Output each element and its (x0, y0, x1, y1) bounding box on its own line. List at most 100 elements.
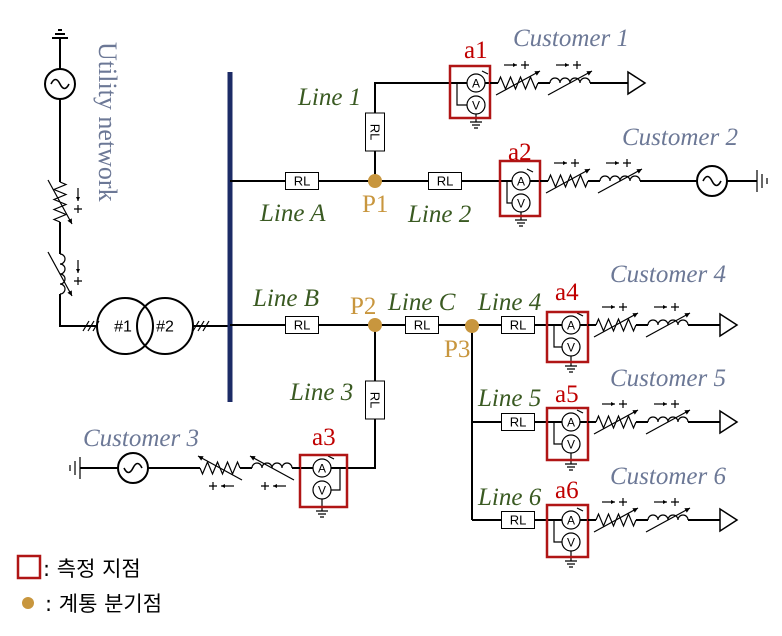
rl-box-body (285, 172, 319, 190)
ammeter-icon (561, 315, 581, 335)
current-direction-icon (327, 455, 335, 460)
current-direction-icon (526, 168, 534, 173)
adjustable-arrow-icon (645, 507, 691, 533)
rl-label: RL (437, 174, 454, 189)
customer-2-load (540, 159, 768, 197)
line-3-label: Line 3 (289, 379, 353, 406)
adjustable-arrow-icon-shaft (645, 312, 691, 338)
line-5-impedance: RL (501, 413, 535, 431)
meter-a6: AV (545, 503, 590, 568)
plus-icon (671, 498, 679, 506)
line-b-impedance: RL (285, 316, 319, 334)
p2-label: P2 (350, 293, 376, 320)
adjustable-arrow-icon (47, 179, 73, 225)
rl-label: RL (414, 318, 431, 333)
customer-3-load-mirror (69, 452, 300, 490)
adjustable-arrow-icon-head (250, 456, 256, 461)
meter-ground-icon (565, 560, 577, 568)
ammeter-label: A (567, 416, 575, 430)
sine-icon (702, 175, 722, 187)
transformer-winding-1 (96, 297, 154, 355)
line-6-impedance: RL (501, 511, 535, 529)
adjustable-arrow-icon-head (632, 313, 638, 318)
transformer-winding-2-label: #2 (156, 319, 174, 336)
voltmeter-icon (561, 434, 581, 454)
line-a-label: Line A (259, 200, 326, 227)
customer-5-load (588, 400, 739, 435)
ammeter-label: A (472, 77, 480, 91)
meter-ground-icon (515, 219, 527, 227)
polarity-marker-icon (554, 159, 579, 167)
voltmeter-icon (466, 95, 486, 115)
voltmeter-lead (456, 83, 467, 106)
sine-icon (123, 462, 143, 474)
voltmeter-label: V (567, 438, 575, 452)
variable-inductor-icon (549, 77, 591, 84)
adjustable-arrow-icon-shaft (645, 507, 691, 533)
voltmeter-icon (561, 337, 581, 357)
polarity-arrow-icon (76, 188, 80, 201)
adjustable-arrow-icon-head (632, 508, 638, 513)
adjustable-arrow-icon (645, 409, 691, 435)
meter-a6-label: a6 (555, 477, 579, 504)
plus-icon (623, 159, 631, 167)
customer-4-label: Customer 4 (610, 261, 726, 288)
polarity-marker-icon (74, 188, 82, 213)
polarity-marker-icon (654, 498, 679, 506)
polarity-arrow-icon-head (663, 500, 667, 504)
meter-ground-icon (316, 510, 328, 518)
voltmeter-lead (331, 468, 341, 491)
rl-label: RL (510, 415, 527, 430)
legend: : 측정 지점 : 계통 분기점 (16, 554, 162, 616)
voltmeter-label: V (472, 99, 480, 113)
polarity-arrow-icon-head (611, 500, 615, 504)
plus-icon (619, 498, 627, 506)
adjustable-arrow-icon-shaft (47, 179, 73, 225)
adjustable-arrow-icon-head (198, 456, 204, 461)
rl-box-body (501, 413, 535, 431)
measurement-point-box (545, 406, 590, 462)
polarity-marker-icon (504, 61, 529, 69)
adjustable-arrow-icon-head (636, 169, 642, 174)
line-b-label: Line B (252, 285, 319, 312)
line-a-impedance: RL (285, 172, 319, 190)
variable-inductor-icon (599, 175, 641, 182)
rl-box-body (501, 511, 535, 529)
polarity-arrow-icon (654, 500, 667, 504)
adjustable-arrow-icon-head (534, 71, 540, 76)
adjustable-arrow-icon-shaft (597, 168, 643, 194)
rl-label: RL (510, 318, 527, 333)
ammeter-label: A (567, 514, 575, 528)
measurement-point-box (448, 64, 492, 120)
voltmeter-lead (553, 325, 562, 348)
adjustable-arrow-icon-shaft (197, 455, 243, 481)
ground-icon (69, 457, 81, 479)
measurement-point-box (545, 310, 590, 364)
variable-inductor-icon (647, 416, 689, 423)
adjustable-arrow-icon (545, 168, 591, 194)
plus-icon (571, 159, 579, 167)
polarity-arrow-icon-head (513, 63, 517, 67)
ammeter-label: A (517, 175, 525, 189)
voltmeter-lead (553, 422, 562, 445)
utility-variable-resistor (47, 179, 82, 225)
adjustable-arrow-icon-shaft (593, 409, 639, 435)
rl-label: RL (510, 513, 527, 528)
meter-a5-label: a5 (555, 381, 579, 408)
branch-point-p3 (465, 319, 479, 333)
voltmeter-label: V (318, 484, 326, 498)
rl-label: RL (294, 174, 311, 189)
polarity-marker-icon (654, 400, 679, 408)
variable-inductor-icon (647, 319, 689, 326)
voltmeter-label: V (567, 341, 575, 355)
meter-a2-label: a2 (508, 139, 532, 166)
ammeter-icon (561, 510, 581, 530)
polarity-marker-icon (74, 260, 82, 285)
voltmeter-icon (312, 480, 332, 500)
plus-icon (209, 482, 217, 490)
line-2-label: Line 2 (407, 201, 471, 228)
polarity-marker-icon (209, 482, 234, 490)
utility-variable-inductor (47, 251, 82, 297)
rl-box-body (405, 316, 439, 334)
polarity-arrow-icon-head (273, 484, 277, 488)
